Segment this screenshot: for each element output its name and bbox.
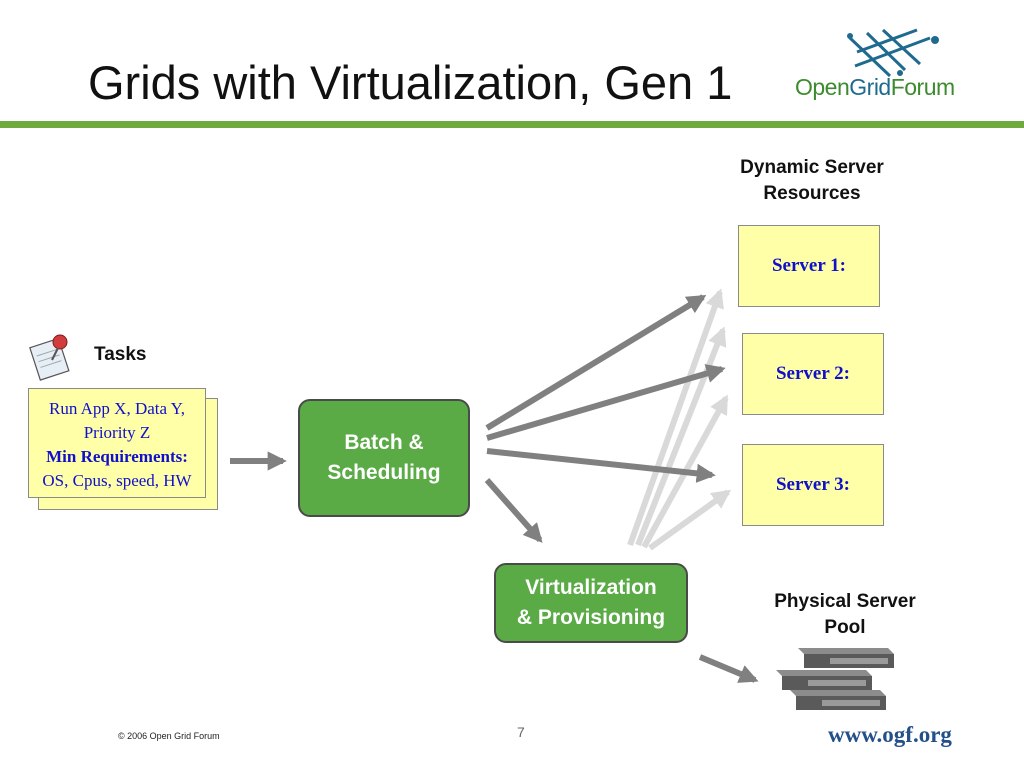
server-rack-icon [776, 648, 894, 710]
server-2-box: Server 2: [742, 333, 884, 415]
arrow-virt-server1-b [635, 326, 727, 547]
footer-site-link[interactable]: www.ogf.org [828, 722, 952, 747]
dynamic-resources-label: Dynamic Server Resources [740, 157, 884, 204]
arrow-batch-server2 [486, 364, 726, 441]
title-divider [0, 121, 1024, 128]
virtualization-line-1: Virtualization [525, 576, 657, 599]
batch-scheduling-box: Batch & Scheduling [298, 399, 470, 517]
physical-pool-label: Physical Server Pool [774, 591, 916, 638]
task-line-1: Run App X, Data Y, [49, 399, 185, 418]
task-line-2: Priority Z [83, 423, 151, 442]
grid-logo-icon [847, 28, 939, 78]
server-3-box: Server 3: [742, 444, 884, 526]
task-card: Run App X, Data Y, Priority Z Min Requir… [28, 388, 206, 498]
arrow-batch-virt [484, 478, 543, 543]
virtualization-line-2: & Provisioning [516, 606, 666, 629]
arrow-virt-pool [698, 654, 759, 683]
batch-line-1: Batch & [344, 431, 424, 454]
logo-wordmark: OpenGridForum [795, 74, 955, 100]
ogf-logo: OpenGridForum [795, 28, 980, 108]
arrow-virt-server3 [648, 489, 732, 551]
tasks-label: Tasks [94, 344, 147, 365]
arrow-batch-server3 [486, 448, 716, 483]
page-number: 7 [517, 724, 525, 740]
arrow-batch-server1 [485, 294, 707, 431]
arrow-virt-server1-a [627, 288, 724, 547]
batch-line-2: Scheduling [327, 461, 441, 484]
footer-copyright: © 2006 Open Grid Forum [118, 731, 220, 741]
task-notepad-icon [29, 334, 70, 381]
slide-title: Grids with Virtualization, Gen 1 [88, 56, 733, 109]
task-line-3: Min Requirements: [46, 447, 188, 466]
task-line-4: OS, Cpus, speed, HW [42, 471, 192, 490]
virtualization-box: Virtualization & Provisioning [494, 563, 688, 643]
server-1-box: Server 1: [738, 225, 880, 307]
